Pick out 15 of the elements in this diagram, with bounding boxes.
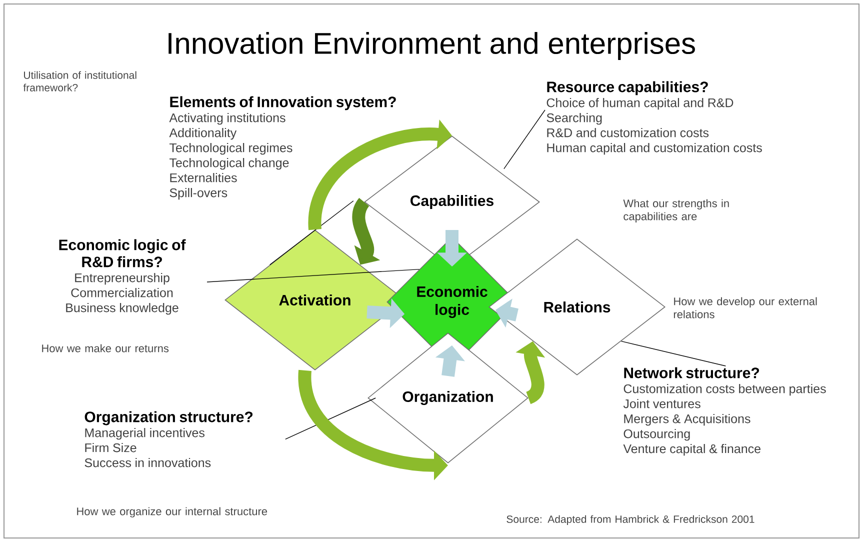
note-text: How we organize our internal structure bbox=[77, 507, 268, 518]
leader-line bbox=[504, 110, 546, 170]
title: Innovation Environment and enterprises bbox=[168, 32, 695, 60]
leader-line bbox=[269, 200, 354, 266]
leader-line bbox=[620, 340, 726, 366]
question-text: Resource capabilities? Choice of human capital and R&D Searching R&D and customization costs Human capital and customization costs bbox=[546, 81, 762, 155]
leader-line bbox=[285, 398, 376, 440]
note-text: What our strengths in capabilities are bbox=[623, 199, 729, 222]
note-text: Utilisation of institutional framework? bbox=[23, 71, 136, 92]
question-text: Economic logic of R&D firms? Entrepreneurship Commercialization Business knowledge bbox=[59, 239, 186, 315]
question-text: Organization structure? Managerial incentives Firm Size Success in innovations bbox=[84, 411, 253, 468]
note-text: Source: Adapted from Hambrick & Fredrickson 2001 bbox=[506, 515, 754, 525]
note-text: How we make our returns bbox=[42, 344, 169, 352]
note-text: How we develop our external relations bbox=[674, 297, 817, 318]
leader-line bbox=[206, 268, 420, 282]
